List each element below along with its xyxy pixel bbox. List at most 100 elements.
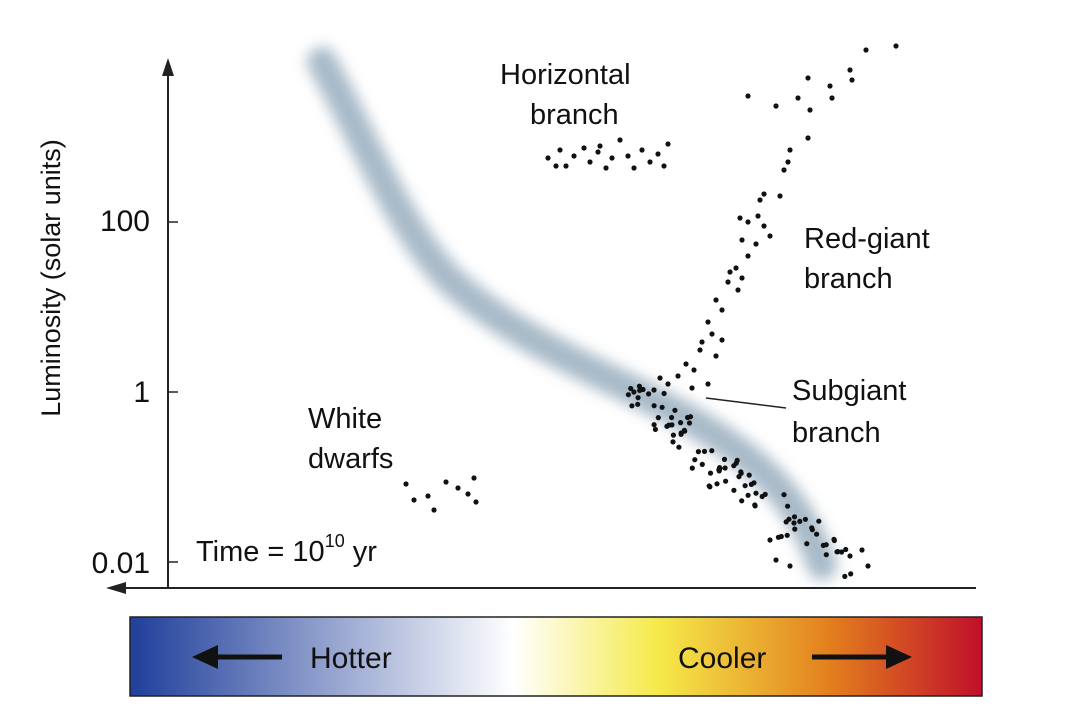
main-sequence-star [686,420,693,426]
red-giant-star [699,339,705,345]
star-points [403,43,899,580]
main-sequence-star [835,549,841,555]
horizontal-branch-star [639,147,645,153]
white-dwarf-star [471,475,477,481]
main-sequence-star [707,470,714,476]
red-giant-star [665,381,671,387]
main-sequence-star [842,573,848,580]
main-sequence-star [791,520,797,526]
main-sequence-star [784,532,790,538]
horizontal-branch-star [625,153,631,159]
red-giant-star [739,275,745,281]
horizontal-branch-star [563,163,569,169]
white-dwarf-star [473,499,479,505]
red-giant-star [745,219,751,225]
red-giant-star [777,193,783,199]
main-sequence-star [687,414,694,420]
y-tick-label-100: 100 [100,205,150,238]
horizontal-branch-star [661,163,667,169]
horizontal-branch-star [557,147,563,153]
main-sequence-star [809,527,815,533]
main-sequence-star [635,395,641,401]
main-sequence-star [659,404,665,410]
main-sequence-star [753,490,759,496]
red-giant-star [757,197,763,203]
main-sequence-star [773,557,779,563]
red-giant-star [805,135,811,141]
red-giant-star [785,159,791,165]
red-giant-star [691,367,697,373]
main-sequence-star [736,474,742,480]
red-giant-star [697,347,703,353]
red-giant-star [739,237,745,243]
main-sequence-star [682,428,688,434]
red-giant-star [829,95,835,101]
red-giant-star [863,47,869,53]
main-sequence-star [689,465,695,471]
main-sequence-star [706,483,712,489]
main-sequence-star [651,403,657,409]
red-giant-star [657,375,663,381]
main-sequence-star [670,439,676,445]
main-sequence-star [699,461,705,467]
red-giant-star [683,361,689,367]
main-sequence-star [859,547,865,553]
red-giant-star [745,253,751,259]
horizontal-branch-star [581,145,587,151]
red-giant-star [761,191,767,197]
white-dwarf-star [443,479,449,485]
label-white-dwarfs: White dwarfs [308,403,393,475]
main-sequence-star [678,431,684,437]
main-sequence-star [767,537,773,543]
red-giant-star [725,279,731,285]
white-dwarf-star [465,491,471,497]
main-sequence-star [701,448,708,454]
main-sequence-star [797,518,803,525]
horizontal-branch-star [617,137,623,143]
red-giant-star [709,331,715,337]
red-giant-star [767,233,773,239]
white-dwarf-star [431,507,437,513]
red-giant-star [745,93,751,99]
label-horizontal-branch: Horizontal branch [500,59,639,131]
red-giant-star [755,213,761,219]
main-sequence-star [652,426,659,432]
red-giant-star [827,83,833,89]
main-sequence-star [792,526,798,532]
label-subgiant-branch: Subgiant branch [792,375,915,449]
main-sequence-star [804,541,810,547]
main-sequence-star [848,571,854,577]
white-dwarf-star [455,485,461,491]
main-sequence-band [307,47,837,580]
horizontal-branch-star [647,159,653,165]
main-sequence-star [823,552,829,558]
horizontal-branch-star [665,141,671,147]
main-sequence-star [785,503,791,509]
y-axis-label: Luminosity (solar units) [36,139,66,417]
red-giant-star [689,385,695,391]
cooler-label: Cooler [678,642,766,675]
main-sequence-star [669,414,675,421]
main-sequence-star [651,422,657,428]
label-time: Time = 1010 yr [196,531,377,568]
hotter-label: Hotter [310,642,392,675]
red-giant-star [675,373,681,379]
horizontal-branch-star [597,143,603,149]
main-sequence-star [637,387,643,393]
left-arrow-icon [192,645,282,669]
main-sequence-star [670,432,677,438]
horizontal-branch-star [553,163,559,169]
main-sequence-star [843,546,849,553]
red-giant-star [737,215,743,221]
horizontal-branch-star [595,149,601,155]
white-dwarf-star [411,497,417,503]
red-giant-star [893,43,899,49]
main-sequence-star [791,514,798,520]
main-sequence-star [783,519,789,525]
red-giant-star [849,77,855,83]
main-sequence-star [678,420,684,426]
y-axis-arrow-icon [162,58,174,76]
main-sequence-star [787,563,793,569]
horizontal-branch-star [545,155,551,161]
main-sequence-star [831,537,838,544]
